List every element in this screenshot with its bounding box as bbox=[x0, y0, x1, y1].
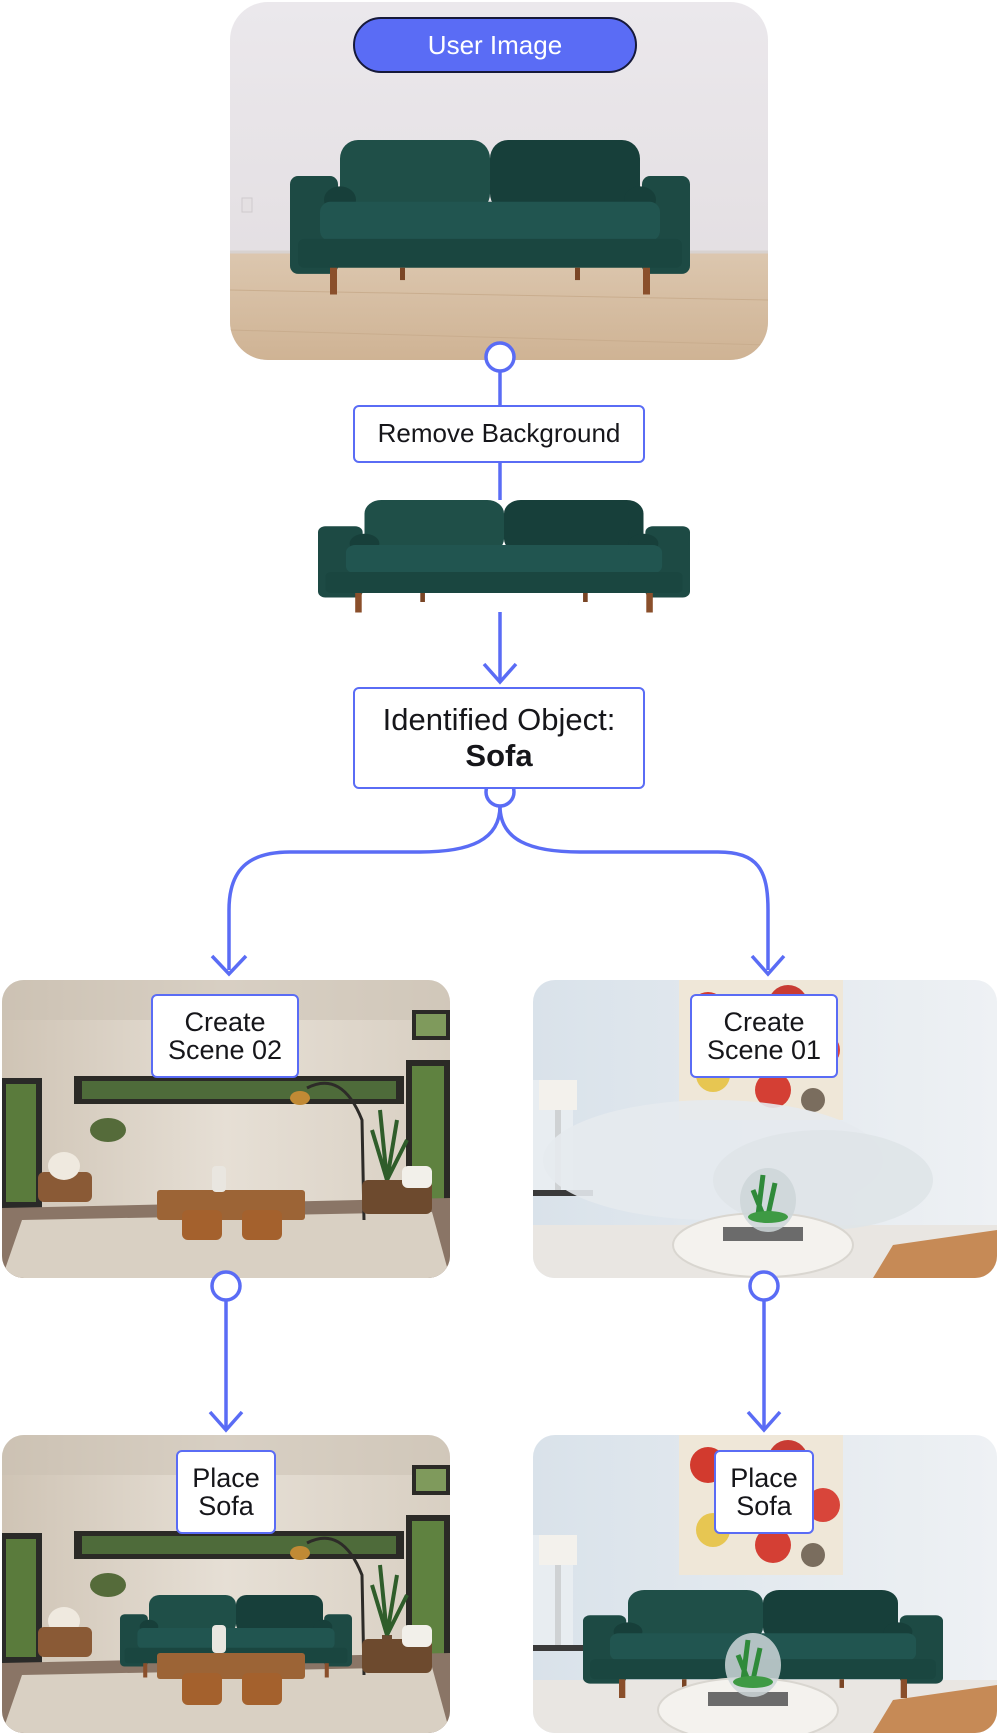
place-sofa-left-line2: Sofa bbox=[198, 1491, 254, 1521]
create-scene-01-step: Create Scene 01 bbox=[690, 994, 838, 1078]
user-image-output-node bbox=[484, 341, 516, 373]
identified-object-value: Sofa bbox=[465, 738, 533, 773]
scene-01-output-node bbox=[748, 1270, 780, 1302]
create-scene-01-line1: Create bbox=[723, 1006, 805, 1037]
connector-lines bbox=[208, 371, 786, 1433]
remove-background-label: Remove Background bbox=[377, 418, 621, 449]
identified-object-step: Identified Object: Sofa bbox=[353, 687, 645, 789]
place-sofa-right-line1: Place bbox=[730, 1462, 798, 1493]
place-sofa-left-step: Place Sofa bbox=[176, 1450, 276, 1534]
scene-02-output-node bbox=[210, 1270, 242, 1302]
user-image-label: User Image bbox=[353, 17, 637, 73]
scene-01-image bbox=[533, 980, 997, 1278]
create-scene-02-line2: Scene 02 bbox=[167, 1035, 283, 1065]
create-scene-02-step: Create Scene 02 bbox=[151, 994, 299, 1078]
create-scene-02-line1: Create bbox=[184, 1006, 266, 1037]
scene-02-image bbox=[2, 980, 450, 1278]
placed-sofa-scene-02-image bbox=[2, 1435, 450, 1733]
place-sofa-right-step: Place Sofa bbox=[714, 1450, 814, 1534]
place-sofa-left-line1: Place bbox=[192, 1462, 260, 1493]
identified-object-label: Identified Object: bbox=[382, 702, 616, 738]
background-removed-sofa bbox=[318, 500, 690, 613]
create-scene-01-line2: Scene 01 bbox=[706, 1035, 822, 1065]
user-image-label-text: User Image bbox=[427, 29, 563, 60]
remove-background-step: Remove Background bbox=[353, 405, 645, 463]
place-sofa-right-line2: Sofa bbox=[736, 1491, 792, 1521]
